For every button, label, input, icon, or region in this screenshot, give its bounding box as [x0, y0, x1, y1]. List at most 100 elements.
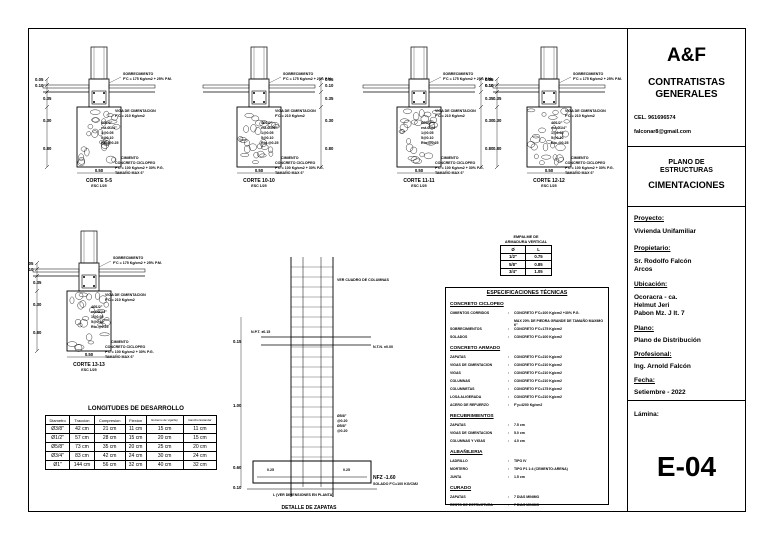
- cimiento-spec: CONCRETO CICLOPEO: [275, 161, 315, 165]
- table-cell: 15 cm: [124, 433, 147, 443]
- stone-mark: [111, 114, 118, 121]
- specs-colon: :: [508, 503, 510, 507]
- proyecto-value: Vivienda Unifamiliar: [634, 228, 697, 235]
- viga-label: VIGA DE CIMENTACION: [105, 293, 146, 297]
- rebar-label: est.Ø1/4": [421, 126, 437, 130]
- stone-mark: [74, 344, 85, 350]
- dim-tick: [34, 266, 40, 272]
- rebar-label: Ø5/8": [337, 414, 347, 418]
- dim-label: 0.10: [233, 485, 242, 490]
- cut-scale: ESC 1/25: [81, 368, 96, 372]
- table-header: Ø: [500, 245, 526, 254]
- table-cell: 73 cm: [69, 442, 95, 452]
- dim-tick: [494, 104, 500, 110]
- floor-slab: [202, 84, 250, 89]
- stone-mark: [90, 109, 101, 115]
- dim-label: 0.05: [485, 77, 494, 82]
- table-cell: 42 cm: [93, 451, 126, 461]
- rebar-label: 1@0.05: [551, 131, 564, 135]
- specs-colon: :: [508, 495, 510, 499]
- cut-scale: ESC 1/25: [251, 184, 266, 188]
- stone-mark: [78, 292, 88, 298]
- stirrup: [411, 90, 427, 105]
- stone-mark: [552, 154, 558, 161]
- nfz-note: SOLADO F'C=100 KG/CM2: [373, 482, 418, 486]
- specs-item: VIGAS DE CIMENTACION: [450, 431, 493, 435]
- cimiento-spec: F'C = 100 Kg/cm2 + 30% P.G.: [115, 166, 164, 170]
- level-label: N.T.N. ±0.00: [373, 345, 393, 349]
- specs-colon: :: [508, 335, 510, 339]
- lamina-section: Lámina: E-04: [628, 401, 745, 511]
- table-header: Extremo de viga/Gp: [145, 415, 184, 425]
- floor-slab: [108, 84, 156, 89]
- stirrup: [81, 274, 97, 289]
- dim-label: 0.80: [33, 330, 42, 335]
- stone-mark: [412, 112, 420, 121]
- specs-colon: :: [508, 475, 510, 479]
- profesional-value: Ing. Arnold Falcón: [634, 363, 691, 370]
- table-cell: 24 cm: [124, 451, 147, 461]
- specs-colon: :: [508, 327, 510, 331]
- stone-mark: [74, 344, 83, 352]
- stone-mark: [67, 341, 78, 347]
- table-cell: 25 cm: [145, 442, 184, 452]
- table-cell: 57 cm: [69, 433, 95, 443]
- specs-item: ZAPATAS: [450, 355, 466, 359]
- specs-colon: :: [508, 423, 510, 427]
- dim-tick: [318, 104, 324, 110]
- table-cell: 15 cm: [145, 424, 184, 434]
- company-phone: CEL. 961696574: [634, 115, 676, 121]
- wall: [90, 46, 108, 80]
- stone-mark: [272, 124, 280, 129]
- dim-tick: [318, 76, 324, 82]
- table-header: Flexion: [124, 415, 147, 425]
- armadura-title-2: ARMADURA VERTICAL: [504, 239, 548, 244]
- rebar-label: est.Ø1/4": [91, 310, 107, 314]
- dim-tick: [34, 273, 40, 279]
- cimiento-spec: TAMAÑO MAX 6": [105, 354, 134, 359]
- propietario-value-1: Sr. Rodolfo Falcón: [634, 258, 692, 265]
- stone-mark: [252, 160, 259, 164]
- armadura-title-1: EMPALME DE: [513, 235, 539, 239]
- dim-label: 0.35: [493, 96, 502, 101]
- stone-mark: [251, 115, 260, 122]
- specs-item: COLUMNAS: [450, 379, 471, 383]
- rebar-label: 4Ø1/2": [261, 121, 273, 125]
- table-cell: 42 cm: [69, 424, 95, 434]
- stone-mark: [429, 122, 438, 129]
- stone-mark: [103, 110, 110, 118]
- table-cell: 11 cm: [124, 424, 147, 434]
- rebar-label: 1@0.05: [261, 131, 274, 135]
- stone-mark: [239, 139, 248, 143]
- table-cell: 30 cm: [145, 451, 184, 461]
- cimiento-label: CIMIENTO: [441, 156, 459, 160]
- stone-mark: [257, 150, 265, 158]
- dim-label: 0.35: [325, 96, 334, 101]
- dim-label: 0.05: [325, 77, 334, 82]
- table-cell: 144 cm: [69, 460, 95, 470]
- rebar-dot: [413, 92, 415, 94]
- specs-item: ZAPATAS: [450, 495, 466, 499]
- stone-mark: [82, 316, 90, 321]
- specs-item: SOBRECIMIENTOS: [450, 327, 482, 331]
- dim-label: 0.30: [33, 302, 42, 307]
- dim-tick: [494, 89, 500, 95]
- wall: [540, 46, 558, 80]
- fecha-value: Setiembre - 2022: [634, 389, 686, 396]
- stone-mark: [253, 151, 259, 159]
- specs-item: COLUMNAS Y VIGAS: [450, 439, 486, 443]
- table-row: Diametro Traccion Compresion Flexion Ext…: [44, 415, 218, 425]
- foundation-footing: [396, 106, 442, 168]
- specs-item: VIGAS DE CIMENTACION: [450, 363, 493, 367]
- leader-line: [428, 76, 442, 84]
- rebar-label: est.Ø1/4": [101, 126, 117, 130]
- floor-slab: [32, 268, 80, 273]
- stone-mark: [551, 125, 557, 133]
- table-cell: 32 cm: [124, 460, 147, 470]
- ubicacion-value-2: Helmut Jeri: [634, 302, 670, 309]
- stone-mark: [248, 143, 257, 151]
